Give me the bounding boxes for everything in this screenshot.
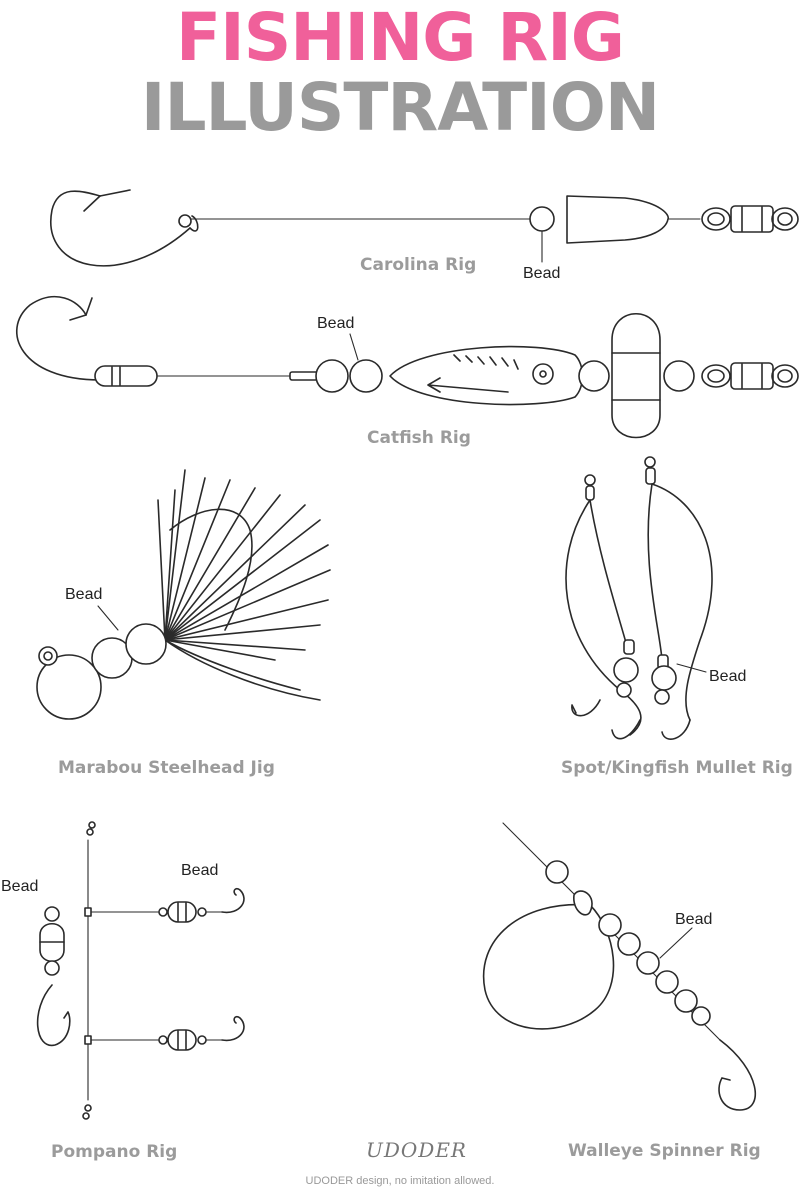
sinker-icon [566,195,669,244]
bead-icon [125,623,167,665]
hook-icon [36,984,71,1047]
bead-icon [617,932,641,956]
mullet-rig [565,456,713,740]
bead-icon [636,951,660,975]
rig-name-mullet: Spot/Kingfish Mullet Rig [561,758,793,778]
carolina-rig [50,189,799,267]
hook-icon [50,189,199,267]
bead-label-marabou: Bead [65,586,103,603]
hook-icon [15,295,158,387]
title-line-1: FISHING RIG [176,0,625,76]
bead-icon [613,657,639,683]
bead-icon [529,206,555,232]
jig-head-icon [36,654,102,720]
float-icon [611,313,661,439]
walleye-spinner-rig [482,822,756,1111]
hook-icon [221,887,245,914]
pompano-rig [36,821,245,1120]
bead-label-pompano-left: Bead [1,878,39,895]
bead-icon [598,913,622,937]
hook-icon [221,1015,245,1042]
bead-icon [545,860,569,884]
hook-icon [718,1039,756,1111]
bead-icon [663,360,695,392]
rig-name-carolina: Carolina Rig [360,255,477,275]
bead-icon [655,970,679,994]
rig-name-pompano: Pompano Rig [51,1142,178,1162]
bead-icon [315,359,349,393]
bead-label-carolina: Bead [523,265,561,282]
bead-label-catfish: Bead [317,315,355,332]
bead-icon [578,360,610,392]
rig-name-marabou: Marabou Steelhead Jig [58,758,275,778]
feather-tail-icon [157,469,331,701]
bead-icon [44,906,60,922]
spinner-blade-icon [482,903,615,1030]
bead-icon [44,960,60,976]
title-line-2: ILLUSTRATION [140,69,660,146]
marabou-jig [36,469,331,720]
bead-icon [651,665,677,691]
hook-icon [571,699,601,717]
brand-logo: UDODER [366,1138,467,1162]
catfish-rig [15,295,799,439]
swivel-icon [701,362,799,390]
bead-icon [349,359,383,393]
bead-label-walleye: Bead [675,911,713,928]
swivel-icon [701,205,799,233]
bead-icon [674,989,698,1013]
bead-icon [691,1006,711,1026]
bead-label-mullet: Bead [709,668,747,685]
rig-name-walleye: Walleye Spinner Rig [568,1141,761,1161]
bead-label-pompano-right: Bead [181,862,219,879]
rig-name-catfish: Catfish Rig [367,428,471,448]
footer-text: UDODER design, no imitation allowed. [305,1175,495,1187]
